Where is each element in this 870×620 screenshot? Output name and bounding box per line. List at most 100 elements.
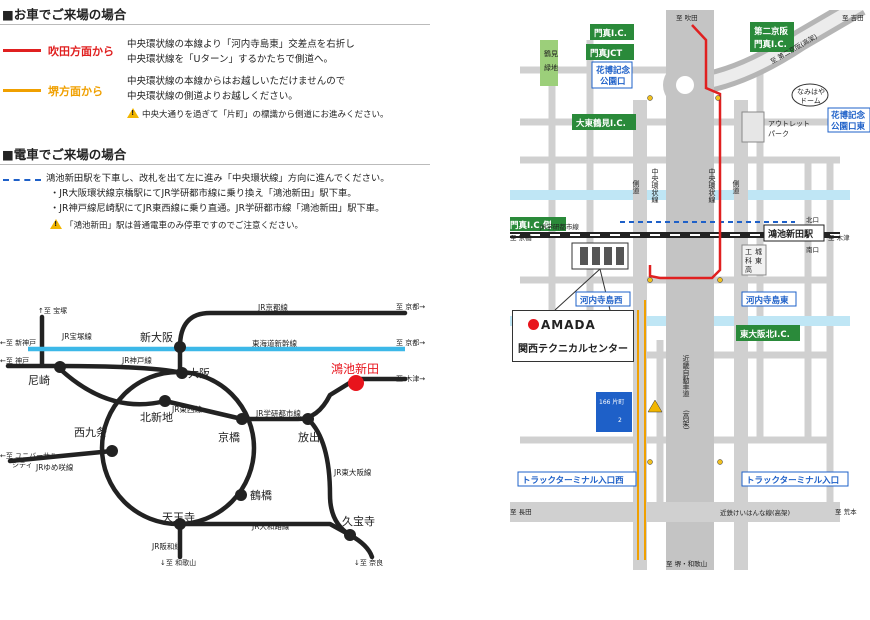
node-kawachi-higashi: 河内寺島東 [746,295,789,306]
node-box [575,291,631,307]
train-desc: 鴻池新田駅を下車し、改札を出て左に進み「中央環状線」方向に進んでください。 ・J… [46,173,390,214]
train-note: 「鴻池新田」駅は普通電車のみ停車ですのでご注意ください。 [50,219,303,231]
warning-icon [127,108,139,118]
label-nagata: 至 長田 [510,508,532,516]
divider [0,164,430,165]
jr-kyoto-line [177,310,408,350]
ic-label-box [510,217,566,231]
signal-icon [715,95,721,101]
amada-building-icon [571,242,629,270]
road-map: 鶴見 緑地 アウトレット パーク なみはや ドーム 門真I.C. 門真JCT 第… [510,10,870,570]
station-dot [54,361,66,373]
label-chuo-w: 中央環状線 [651,167,659,203]
kadoma-jct-inner [676,76,694,94]
node-box [741,471,849,487]
train-heading: ■電車でご来場の場合 [2,147,127,162]
route-red-label: 吹田方面から [48,45,114,58]
label-kizu: 至 木津 [828,233,850,242]
node-truck: トラックターミナル入口 [746,475,839,486]
station-name: 鴻池新田駅 [768,228,814,240]
ic-label-box [750,22,794,52]
line-tozai: JR東西線 [171,404,202,414]
label-sakai: 至 堺・和歌山 [666,559,707,568]
ic-label-box [736,325,800,341]
station-dot [106,445,118,457]
line-takarazuka: JR宝塚線 [61,331,92,341]
jr-gakken-line [239,376,359,422]
node-hanahaku-e2: 公園口東 [831,121,866,132]
label-kitaguchi: 北口 [806,216,819,224]
train-line-legend [3,179,41,181]
red-route [648,24,722,280]
node-box [591,61,633,89]
station-dot [236,413,248,425]
dest-kizu: 至 木津→ [396,374,425,383]
park-label: 緑地 [544,63,558,72]
jr-kobe-line [5,363,185,376]
label-gaido-w: 側道 [632,179,640,195]
outlet-label: アウトレット [768,120,810,128]
route-red-line [3,49,41,52]
line-shinkansen: 東海道新幹線 [252,338,297,348]
ic-label-box [586,44,634,60]
node-box [741,291,797,307]
company-name: 関西テクニカルセンター [518,344,628,355]
tsurumi-park [540,40,558,86]
jr-higashiosaka-line [305,416,353,538]
dest-kobe: ←至 神戸 [0,356,29,365]
label-hanshin: 近鉄けいはんな線(高架) [720,508,790,517]
ic-kadoma-jct: 門真JCT [590,48,622,59]
signal-icon [647,277,653,283]
school [741,244,767,276]
station-konoike: 鴻池新田 [331,361,379,376]
label-araimoto: 至 荒本 [835,507,857,516]
label-kinki1: 近畿自動車道 [682,354,690,398]
label-gaido-e: 側道 [732,179,740,195]
station-amagasaki: 尼崎 [28,373,50,387]
dome-label: ドーム [800,97,821,105]
label-chuo-e: 中央環状線 [708,167,716,203]
station-dot [344,529,356,541]
company-callout [512,310,634,362]
company-logo: AMADA [528,318,596,332]
line-yumesaki: JRゆめ咲線 [35,462,74,472]
signal-icon [647,459,653,465]
dest-kyoto1: 至 京都→ [396,302,425,311]
road-sign [596,392,632,432]
ic-label-box [590,24,634,40]
ic-label-box [572,114,636,130]
dome-label: なみはや [797,88,825,96]
callout-line [554,268,601,311]
jr-yumesaki-line [7,448,115,464]
ic-higashiosaka: 東大阪北I.C. [740,329,790,340]
label-yoshida: 至 吉田 [842,14,864,22]
school-label: 城 [755,248,762,256]
school-label: 工 [745,248,752,256]
node-box [827,107,870,133]
dest-takarazuka: ↑至 宝塚 [38,306,67,315]
dest-nara: ↓至 奈良 [354,558,383,567]
station-dot [174,518,186,530]
target-station-dot [348,375,364,391]
line-hanwa: JR阪和線 [151,541,182,551]
station-dot [176,367,188,379]
ic-kadoma: 門真I.C. [594,28,627,39]
label-minamiguchi: 南口 [806,245,819,254]
node-kawachi-nishi: 河内寺島西 [580,295,623,306]
route-orange-line [3,89,41,92]
dest-shinkobe: ←至 新神戸 [0,338,36,347]
route-orange-desc: 中央環状線の本線からはお越しいただけませんので 中央環状線の側道よりお越しくださ… [127,76,346,102]
outlet-label: パーク [768,130,789,138]
ic-daini-keihan: 第二京阪 [754,26,789,37]
ic-daito-tsurumi: 大東鶴見I.C. [576,118,626,129]
route-orange-label: 堺方面から [48,85,103,98]
station-box [763,224,825,242]
ic-daini-keihan2: 門真I.C. [754,39,787,50]
dest-kyoto2: 至 京都→ [396,338,425,347]
signal-icon [717,459,723,465]
outlet-park [741,111,765,143]
school-label: 科 [745,256,752,265]
station-kyobashi: 京橋 [218,430,240,444]
car-note: 中央大通りを過ぎて「片町」の標識から側道にお進みください。 [127,108,389,120]
warning-icon [50,219,62,229]
